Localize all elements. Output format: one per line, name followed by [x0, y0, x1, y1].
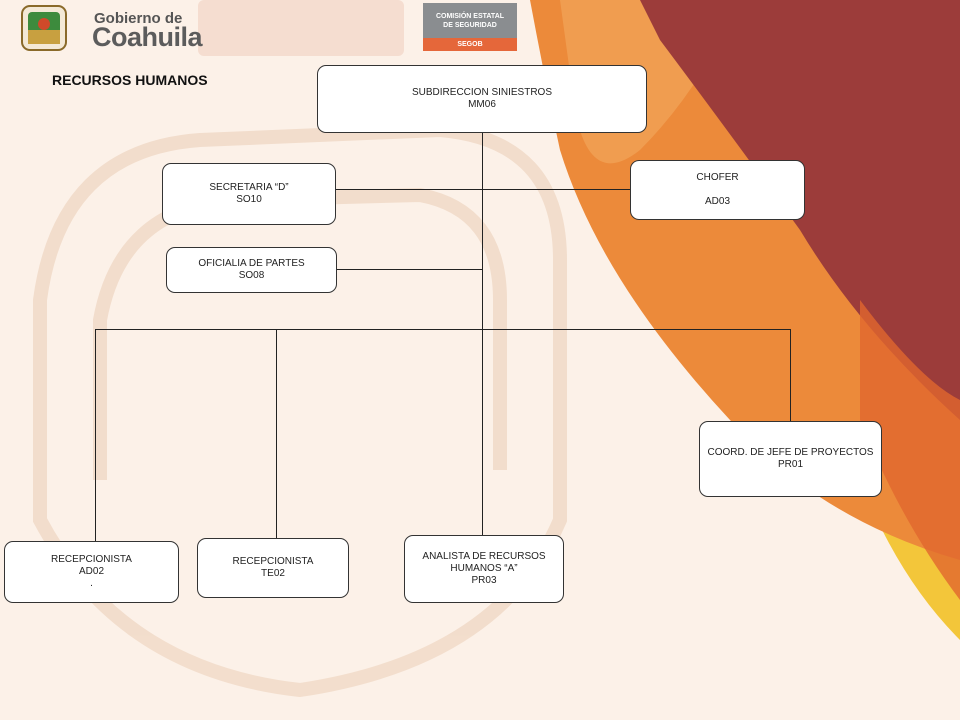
node-oficialia-de-partes: OFICIALIA DE PARTES SO08: [166, 247, 337, 293]
node-chofer-code: AD03: [704, 196, 730, 207]
node-recep-te02-code: TE02: [261, 568, 285, 579]
node-recepcionista-ad02: RECEPCIONISTA AD02 .: [4, 541, 179, 603]
node-analista-line2: HUMANOS “A”: [450, 563, 518, 574]
node-oficialia-title: OFICIALIA DE PARTES: [198, 258, 305, 269]
node-chofer-title: CHOFER: [696, 172, 739, 183]
coahuila-logo: Gobierno de Coahuila: [18, 4, 204, 52]
node-recep-ad02-title: RECEPCIONISTA: [51, 554, 132, 565]
node-coord-title: COORD. DE JEFE DE PROYECTOS: [707, 447, 874, 458]
connector-ad02: [95, 329, 96, 542]
segob-bottom: SEGOB: [423, 38, 517, 51]
node-subdireccion-siniestros: SUBDIRECCION SINIESTROS MM06: [317, 65, 647, 133]
segob-line1: COMISIÓN ESTATAL: [435, 12, 505, 20]
node-recep-ad02-code: AD02: [78, 566, 104, 577]
connector-horizontal-bus: [95, 329, 791, 330]
connector-main-vertical: [482, 132, 483, 536]
header-panel: [198, 0, 404, 56]
node-recep-te02-title: RECEPCIONISTA: [232, 556, 314, 567]
node-secretaria: SECRETARIA “D” SO10: [162, 163, 336, 225]
connector-secretaria-chofer: [336, 189, 631, 190]
segob-logo: COMISIÓN ESTATAL DE SEGURIDAD SEGOB: [423, 3, 517, 51]
node-subdireccion-title: SUBDIRECCION SINIESTROS: [411, 87, 553, 98]
node-analista-code: PR03: [471, 575, 497, 586]
node-recepcionista-te02: RECEPCIONISTA TE02: [197, 538, 349, 598]
node-oficialia-code: SO08: [238, 270, 265, 281]
page-title: RECURSOS HUMANOS: [52, 72, 208, 88]
connector-te02: [276, 329, 277, 539]
node-secretaria-title: SECRETARIA “D”: [209, 182, 289, 193]
logo-line1: Gobierno de: [94, 10, 183, 27]
connector-coord: [790, 329, 791, 422]
node-chofer-spacer: [716, 184, 719, 196]
connector-oficialia: [336, 269, 482, 270]
coahuila-seal-icon: [21, 5, 67, 51]
node-coord-jefe-proyectos: COORD. DE JEFE DE PROYECTOS PR01: [699, 421, 882, 497]
node-chofer: CHOFER AD03: [630, 160, 805, 220]
node-analista-line1: ANALISTA DE RECURSOS: [422, 551, 546, 562]
node-analista-recursos-humanos: ANALISTA DE RECURSOS HUMANOS “A” PR03: [404, 535, 564, 603]
node-coord-code: PR01: [777, 459, 803, 470]
segob-line2: DE SEGURIDAD: [443, 21, 497, 29]
node-subdireccion-code: MM06: [468, 99, 496, 110]
segob-title: COMISIÓN ESTATAL DE SEGURIDAD: [423, 3, 517, 38]
logo-line2: Coahuila: [92, 22, 203, 52]
node-secretaria-code: SO10: [236, 194, 262, 205]
node-recep-ad02-dot: .: [90, 578, 93, 589]
